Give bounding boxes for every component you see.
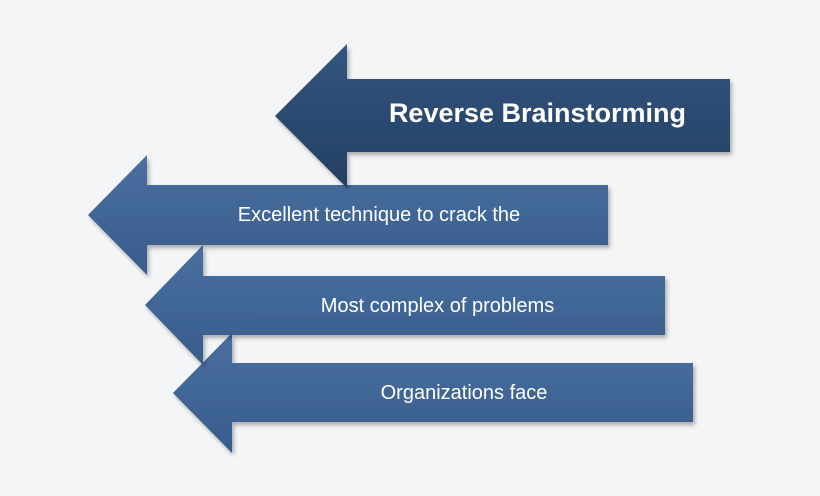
title-arrow [275,44,730,188]
item-arrow-3 [173,333,693,453]
item-arrow-1 [88,155,608,275]
item-label-1: Excellent technique to crack the [237,204,521,226]
item-label-2: Most complex of problems [320,295,555,317]
diagram-title: Reverse Brainstorming [388,98,687,128]
item-label-3: Organizations face [380,382,548,404]
item-arrow-2 [145,245,665,365]
